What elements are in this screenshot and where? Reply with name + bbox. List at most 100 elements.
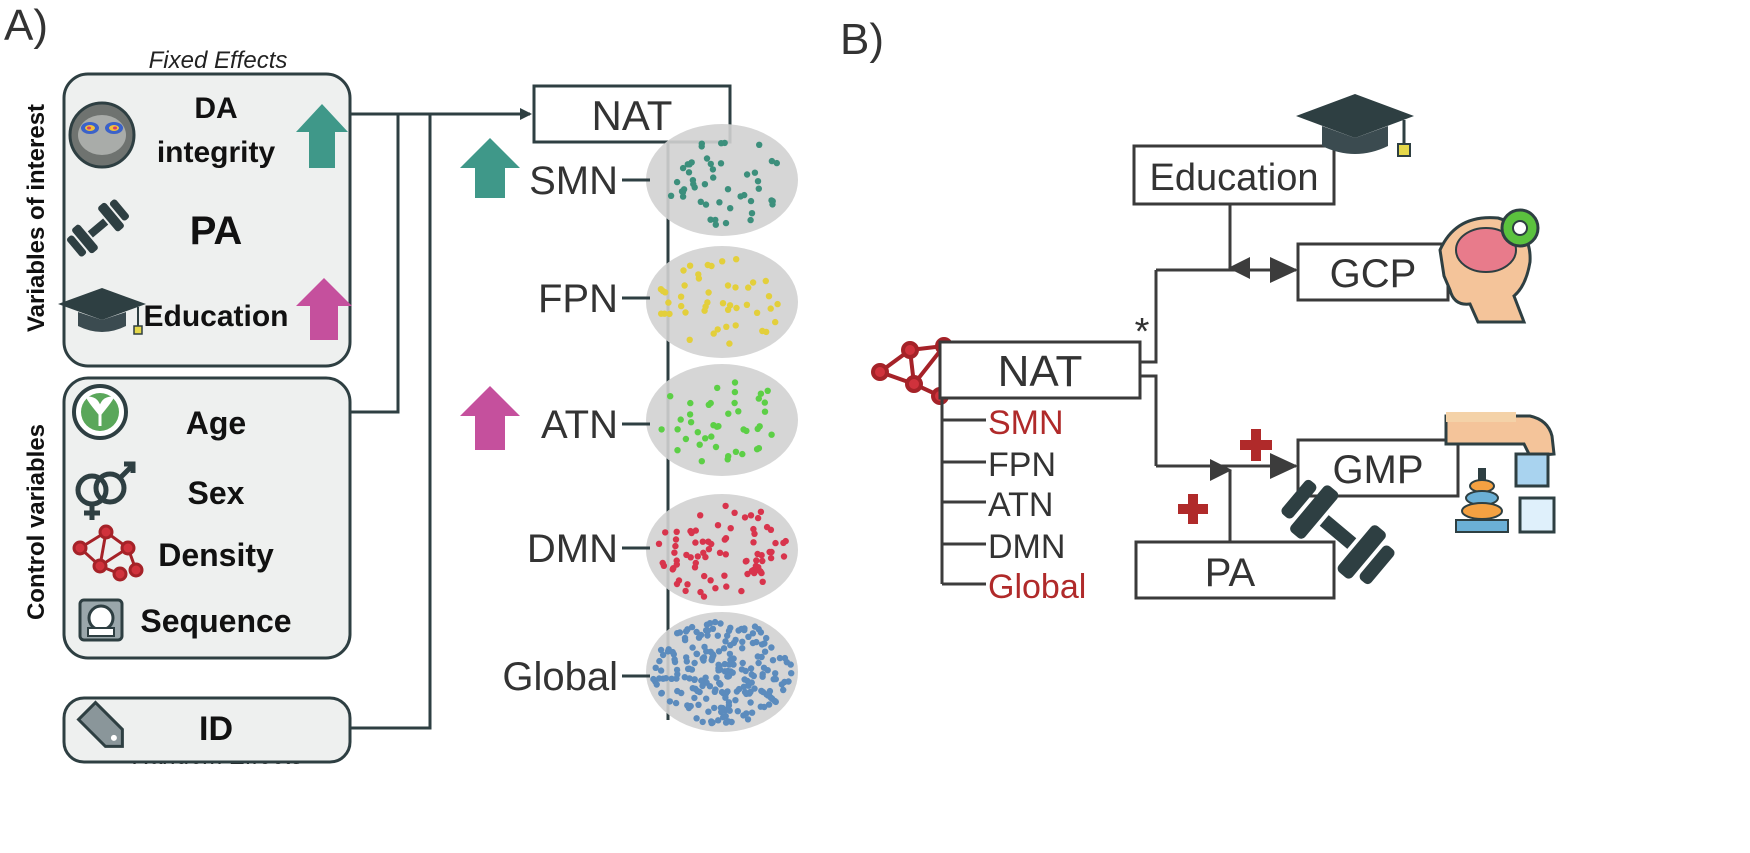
dmn-dot <box>708 540 715 548</box>
variables-of-interest-label: Variables of interest <box>23 104 50 332</box>
global-dot <box>671 658 679 666</box>
dmn-dot <box>754 514 762 522</box>
global-dot <box>750 672 757 680</box>
global-dot <box>747 699 754 706</box>
smn-dot <box>698 140 705 147</box>
education-label-b: Education <box>1149 157 1318 199</box>
plus-icon-gmp <box>1240 429 1272 461</box>
global-dot <box>748 709 756 716</box>
global-dot <box>693 715 700 722</box>
fpn-dot <box>686 336 693 343</box>
atn-dot <box>712 443 720 451</box>
random-effects-panel <box>62 696 352 764</box>
atn-dot <box>764 387 771 394</box>
dmn-dot <box>727 525 734 532</box>
atn-dot <box>694 429 701 436</box>
fpn-dot <box>733 256 740 263</box>
global-dot <box>726 650 734 658</box>
global-dot <box>739 638 746 645</box>
global-dot <box>706 620 714 627</box>
graduation-cap-icon <box>58 288 146 335</box>
dmn-dot <box>699 538 706 545</box>
global-dot <box>772 675 779 683</box>
dmn-dot <box>757 508 765 515</box>
dmn-dot <box>744 570 751 578</box>
global-dot <box>699 718 706 726</box>
fpn-dot <box>657 286 665 293</box>
fpn-dot <box>695 275 703 282</box>
fpn-dot <box>678 302 685 310</box>
global-dot <box>744 716 752 723</box>
dmn-dot <box>759 578 766 585</box>
fpn-dot <box>680 267 687 274</box>
atn-brain <box>646 364 798 476</box>
global-dot <box>699 682 706 690</box>
global-dot <box>732 636 739 644</box>
global-dot <box>691 659 698 667</box>
dmn-dot <box>757 568 764 575</box>
id-label: ID <box>199 710 233 748</box>
global-dot <box>757 703 764 710</box>
dmn-dot <box>701 572 708 580</box>
global-dot <box>740 683 748 690</box>
atn-dot <box>708 433 715 440</box>
global-dot <box>758 641 766 648</box>
fpn-dot <box>714 326 721 333</box>
fpn-dot <box>677 293 685 300</box>
dmn-dot <box>738 587 745 595</box>
atn-dot <box>674 426 681 433</box>
global-dot <box>672 699 680 707</box>
atn-dot <box>731 388 739 396</box>
global-dot <box>682 628 690 635</box>
global-dot <box>695 634 703 641</box>
fpn-dot <box>733 304 740 312</box>
global-dot <box>656 675 663 682</box>
smn-dot <box>685 169 693 176</box>
smn-increase-arrow-icon <box>460 138 520 198</box>
global-dot <box>747 665 755 672</box>
nat-network-dmn: DMN <box>988 528 1065 566</box>
dmn-dot <box>700 593 708 600</box>
global-dot <box>763 634 770 642</box>
dmn-dot <box>754 550 761 558</box>
global-dot <box>725 718 732 725</box>
global-dot <box>674 687 681 695</box>
global-dot <box>751 685 758 692</box>
fpn-dot <box>743 301 751 308</box>
dmn-dot <box>741 514 749 521</box>
fpn-dot <box>749 279 757 286</box>
global-dot <box>720 714 727 721</box>
fpn-dot <box>666 310 673 318</box>
plus-icon-pa <box>1178 494 1208 524</box>
global-dot <box>741 688 749 696</box>
gcp-label: GCP <box>1330 252 1417 296</box>
atn-dot <box>707 399 714 407</box>
global-dot <box>650 675 657 683</box>
global-dot <box>749 639 757 647</box>
dmn-dot <box>722 535 730 542</box>
pa-box-b <box>1134 540 1336 600</box>
global-dot <box>757 629 765 636</box>
atn-dot <box>710 422 717 429</box>
gcp-box <box>1296 242 1450 302</box>
nat-label-a: NAT <box>592 92 673 139</box>
atn-dot <box>686 411 694 418</box>
smn-dot <box>709 166 717 173</box>
dmn-dot <box>721 572 728 579</box>
dmn-dot <box>673 528 680 535</box>
smn-dot <box>702 201 710 208</box>
global-dot <box>716 679 723 687</box>
smn-dot <box>701 181 709 188</box>
global-dot <box>780 686 787 694</box>
fpn-dot <box>726 340 733 347</box>
dmn-dot <box>767 526 775 533</box>
global-dot <box>715 648 723 655</box>
global-dot <box>711 688 718 695</box>
global-dot <box>740 626 747 633</box>
global-dot <box>711 704 718 712</box>
smn-dot <box>748 210 756 217</box>
dmn-dot <box>692 539 699 546</box>
global-dot <box>759 671 766 678</box>
global-dot <box>652 664 659 671</box>
smn-dot <box>773 159 780 167</box>
